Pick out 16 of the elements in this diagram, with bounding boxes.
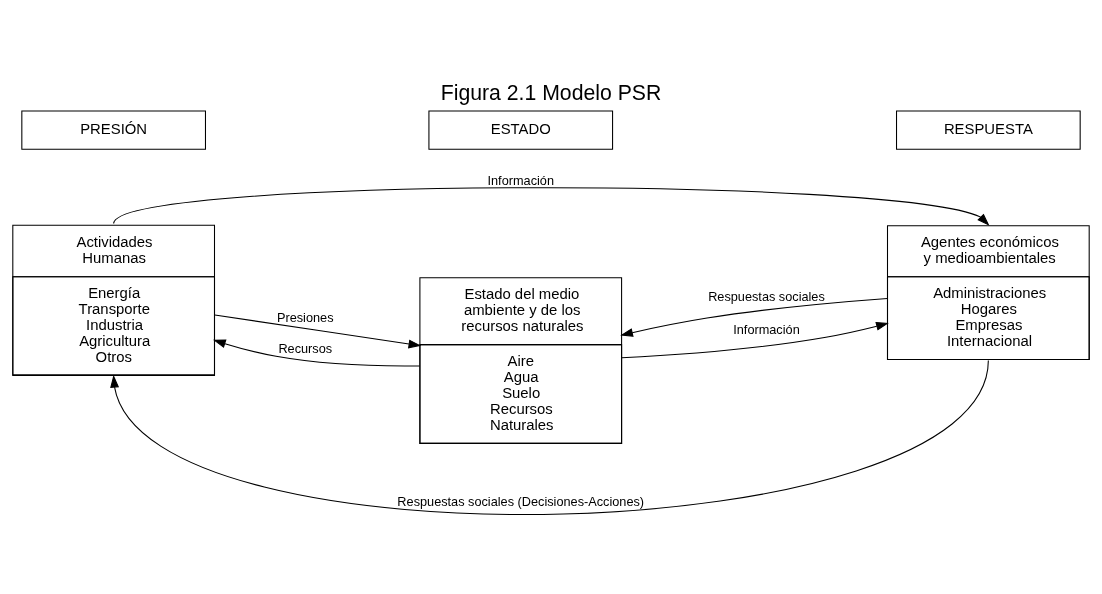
edge-label: Presiones (276, 309, 334, 325)
arrow (110, 360, 989, 515)
arrow (621, 321, 889, 359)
edge-label: Recursos (278, 340, 333, 356)
arrow (213, 339, 421, 367)
arrow (113, 187, 990, 226)
node-box: RESPUESTA (896, 110, 1081, 150)
arrow (214, 314, 422, 349)
diagram-title: Figura 2.1 Modelo PSR (440, 81, 662, 105)
edge-label: Información (733, 321, 800, 337)
edge-label: Respuestas sociales (708, 288, 825, 304)
arrow (620, 297, 888, 337)
edge-label: Información (487, 172, 554, 188)
edge-label: Respuestas sociales (Decisiones-Acciones) (397, 493, 645, 509)
node-box: PRESIÓN (21, 110, 206, 150)
node-box: ESTADO (428, 110, 614, 150)
